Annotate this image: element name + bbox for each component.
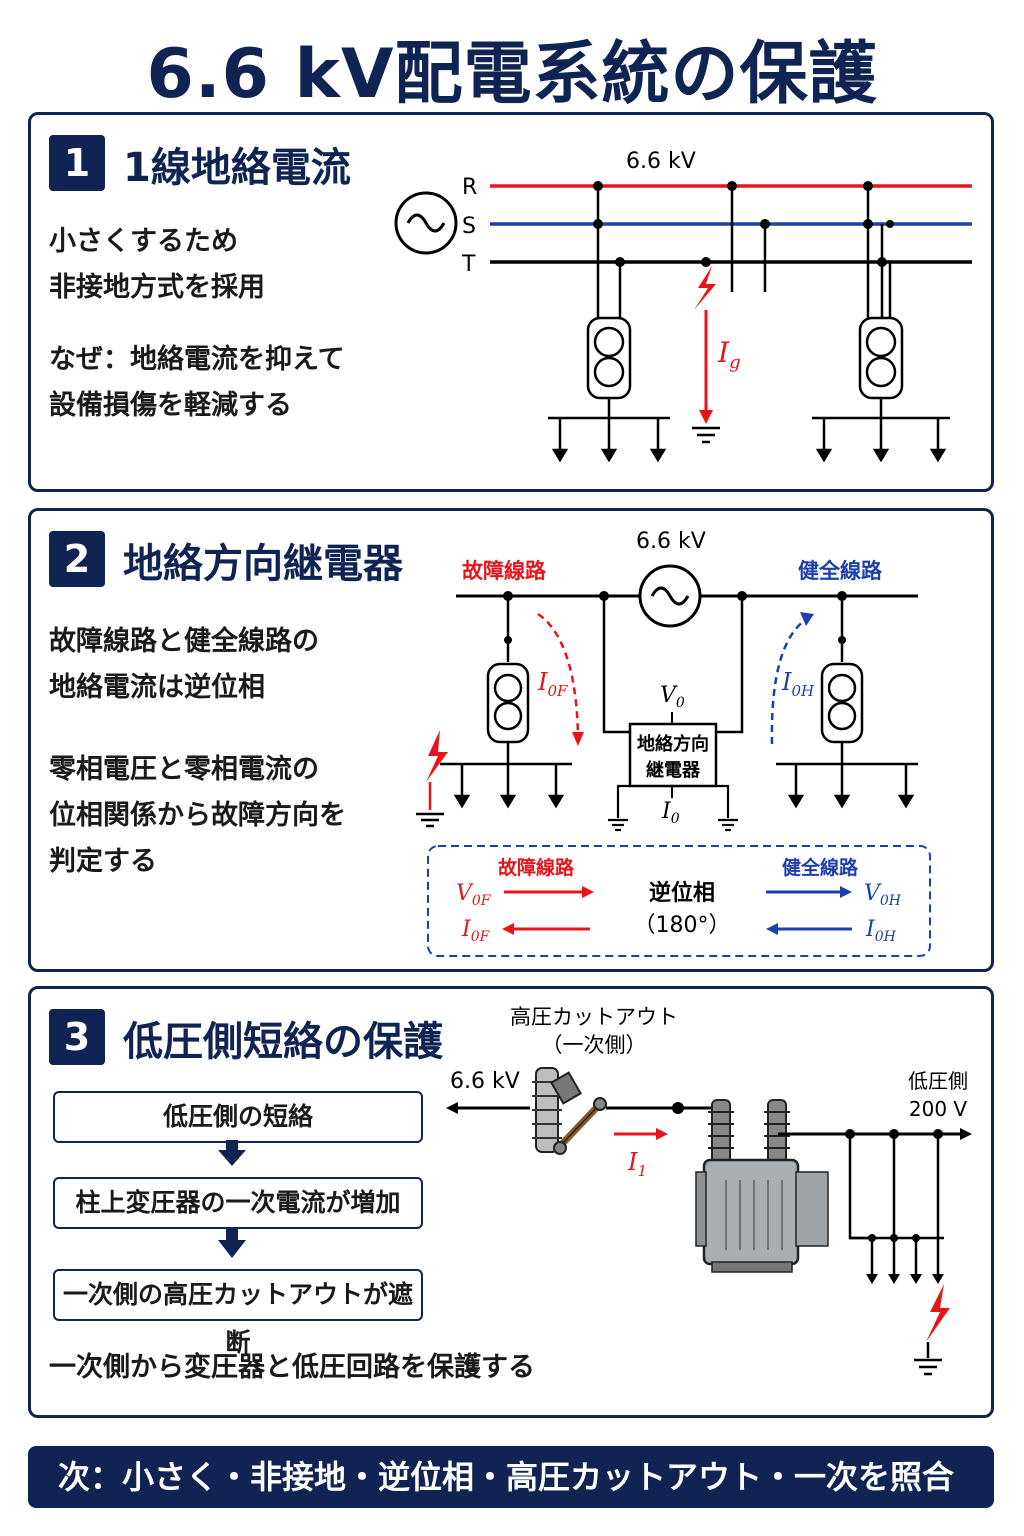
section-1-line-3: なぜ：地絡電流を抑えて — [49, 344, 345, 375]
section-2-line-4: 位相関係から故障方向を — [49, 800, 346, 831]
ground-icon — [914, 1358, 942, 1376]
lv-label-1: 低圧側 — [908, 1069, 968, 1093]
page-title: 6.6 kV配電系統の保護 — [146, 35, 878, 114]
section-1-diagram: 6.6 kV R S T — [394, 149, 972, 463]
section-1-voltage: 6.6 kV — [626, 149, 696, 174]
section-3-voltage: 6.6 kV — [450, 1069, 520, 1094]
faulty-line-label: 故障線路 — [462, 559, 547, 583]
section-3-badge: 3 — [49, 1009, 105, 1065]
footer-banner: 次：小さく・非接地・逆位相・高圧カットアウト・一次を照合 — [28, 1446, 994, 1508]
ground-icon — [416, 812, 444, 828]
i1-label: I1 — [627, 1148, 647, 1180]
flow-step-3: 一次側の高圧カットアウトが遮断 — [53, 1269, 423, 1357]
section-2-line-3: 零相電圧と零相電流の — [49, 754, 319, 785]
transformer-icon-right — [858, 316, 904, 418]
lv-label-2: 200 V — [909, 1097, 968, 1121]
flow-arrow-2 — [218, 1228, 246, 1258]
phase-label-s: S — [462, 214, 476, 239]
section-1-heading: 1線地絡電流 — [123, 145, 351, 191]
transformer-icon-faulty — [486, 662, 530, 764]
legend-faulty-title: 故障線路 — [498, 856, 575, 879]
legend-center-top: 逆位相 — [649, 880, 715, 906]
fault-lightning-icon — [426, 730, 448, 782]
section-2-diagram: 6.6 kV 故障線路 健全線路 I — [416, 529, 931, 957]
healthy-line-label: 健全線路 — [798, 559, 883, 583]
section-3-conclusion: 一次側から変圧器と低圧回路を保護する — [49, 1352, 535, 1383]
load-arrows-left — [548, 416, 670, 463]
section-3-heading: 低圧側短絡の保護 — [123, 1019, 443, 1065]
transformer-icon-left — [586, 316, 632, 418]
section-2-voltage: 6.6 kV — [636, 529, 706, 554]
section-2-heading: 地絡方向継電器 — [123, 541, 403, 587]
section-1-line-1: 小さくするため — [49, 226, 238, 257]
i0h-label: I0H — [781, 668, 815, 700]
ground-icon — [692, 426, 720, 444]
section-1-line-2: 非接地方式を採用 — [49, 272, 265, 303]
cutout-label-1: 高圧カットアウト — [510, 1005, 678, 1029]
legend-i0h-label: I0H — [865, 917, 897, 945]
legend-healthy-title: 健全線路 — [782, 856, 859, 879]
fault-lightning-icon — [694, 266, 716, 310]
section-2-badge: 2 — [49, 531, 105, 587]
section-1-line-4: 設備損傷を軽減する — [49, 390, 292, 421]
fault-lightning-icon — [926, 1284, 950, 1342]
relay-label-1: 地絡方向 — [637, 733, 709, 755]
pole-transformer-icon — [695, 1099, 829, 1273]
section-3-diagram: 高圧カットアウト （一次側） 6.6 kV 低圧側 200 V I1 — [218, 1005, 972, 1376]
section-1-badge: 1 — [49, 135, 105, 191]
phase-label-r: R — [462, 175, 477, 200]
i0f-label: I0F — [537, 668, 568, 700]
ig-label: Ig — [717, 336, 741, 373]
i0-label: I0 — [661, 799, 680, 827]
section-3-panel: 3 低圧側短絡の保護 低圧側の短絡 柱上変圧器の一次電流が増加 一次側の高圧カッ… — [28, 986, 994, 1418]
v0-label: V0 — [660, 683, 685, 711]
section-2-line-2: 地絡電流は逆位相 — [49, 672, 265, 703]
i0f-arrow — [537, 612, 580, 737]
section-2-line-5: 判定する — [49, 846, 157, 877]
section-1-panel: 1 1線地絡電流 小さくするため 非接地方式を採用 なぜ：地絡電流を抑えて 設備… — [28, 112, 994, 492]
i0h-arrow — [770, 616, 809, 745]
load-arrows-right — [812, 416, 950, 463]
legend-v0h-label: V0H — [864, 881, 902, 909]
section-2-line-1: 故障線路と健全線路の — [49, 626, 319, 657]
relay-label-2: 継電器 — [646, 759, 701, 781]
flow-arrow-1 — [218, 1140, 246, 1166]
transformer-icon-healthy — [820, 662, 864, 764]
legend-v0f-label: V0F — [456, 881, 492, 909]
cutout-label-2: （一次側） — [542, 1033, 647, 1057]
flow-step-2: 柱上変圧器の一次電流が増加 — [53, 1177, 423, 1229]
legend-center-bottom: （180°） — [634, 913, 731, 938]
high-voltage-cutout-icon — [532, 1067, 607, 1155]
legend-i0f-label: I0F — [461, 917, 491, 945]
phase-label-t: T — [461, 252, 476, 277]
